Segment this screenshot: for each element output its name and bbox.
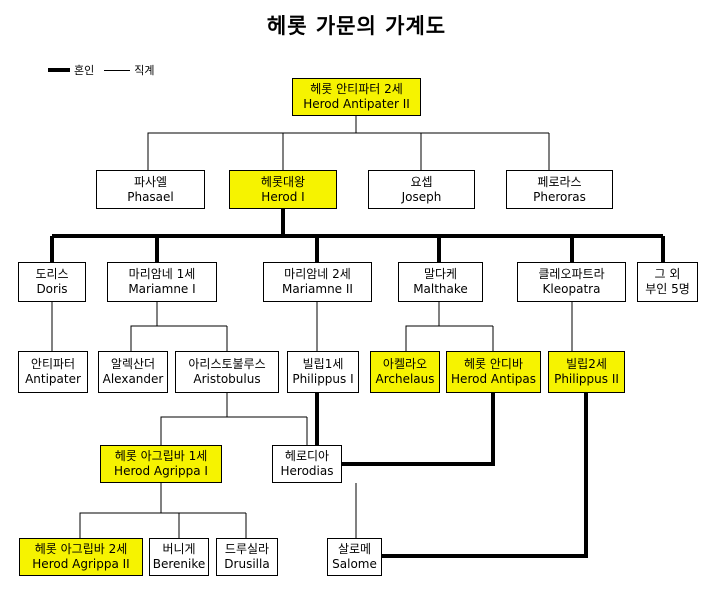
node-herod1-ko: 헤롯대왕 <box>260 174 306 189</box>
marriage-line-swatch <box>48 68 70 72</box>
node-malthake-en: Malthake <box>413 282 468 296</box>
node-joseph-en: Joseph <box>401 189 442 204</box>
node-salome-en: Salome <box>332 557 377 571</box>
node-pheroras-en: Pheroras <box>533 189 586 204</box>
node-mariamne1-ko: 마리암네 1세 <box>128 267 196 281</box>
node-salome-ko: 살로메 <box>337 542 372 556</box>
node-antipas-ko: 헤롯 안디바 <box>463 357 523 371</box>
node-archelaus-en: Archelaus <box>375 372 435 386</box>
node-agrippa2-ko: 헤롯 아그립바 2세 <box>34 542 128 556</box>
node-mariamne2: 마리암네 2세 Mariamne II <box>263 262 372 302</box>
node-alexander-ko: 알렉산더 <box>110 357 156 371</box>
node-phasael: 파사엘 Phasael <box>96 170 205 209</box>
node-antipater2: 헤롯 안티파터 2세 Herod Antipater II <box>292 78 421 116</box>
node-mariamne2-ko: 마리암네 2세 <box>284 267 351 281</box>
node-joseph-ko: 요셉 <box>410 174 433 189</box>
node-antipas: 헤롯 안디바 Herod Antipas <box>446 351 541 393</box>
node-antipater2-ko: 헤롯 안티파터 2세 <box>310 82 403 96</box>
node-others-ko: 그 외 <box>654 267 681 281</box>
node-berenike-en: Berenike <box>152 557 206 571</box>
node-philippus1-ko: 빌립1세 <box>302 357 344 371</box>
node-berenike: 버니게 Berenike <box>149 538 209 576</box>
node-agrippa1-ko: 헤롯 아그립바 1세 <box>114 449 208 463</box>
legend-marriage-label: 혼인 <box>74 64 95 77</box>
node-archelaus: 아켈라오 Archelaus <box>370 351 440 393</box>
node-herodias-ko: 헤로디아 <box>284 449 330 463</box>
node-kleopatra-ko: 클레오파트라 <box>538 267 605 281</box>
node-others: 그 외 부인 5명 <box>637 262 698 302</box>
node-aristobulus: 아리스토불루스 Aristobulus <box>175 351 279 393</box>
line-agrippa1-children <box>79 483 162 538</box>
node-doris: 도리스 Doris <box>18 262 86 302</box>
node-berenike-ko: 버니게 <box>162 542 196 556</box>
node-phasael-ko: 파사엘 <box>133 174 168 189</box>
node-herod1-en: Herod I <box>261 189 305 204</box>
node-mariamne1-en: Mariamne I <box>128 282 196 296</box>
page-title: 헤롯 가문의 가계도 <box>266 14 447 38</box>
node-antipater-ko: 안티파터 <box>30 357 76 371</box>
node-alexander-en: Alexander <box>102 372 164 386</box>
node-drusilla-en: Drusilla <box>224 557 270 571</box>
node-antipater2-en: Herod Antipater II <box>303 97 410 111</box>
node-herod1: 헤롯대왕 Herod I <box>229 170 337 209</box>
node-malthake-ko: 말다케 <box>423 267 458 281</box>
node-others-en: 부인 5명 <box>645 282 690 296</box>
node-antipater: 안티파터 Antipater <box>18 351 88 393</box>
lineage-line-swatch <box>104 69 131 71</box>
node-kleopatra: 클레오파트라 Kleopatra <box>517 262 626 302</box>
marriage-antipas-herodias <box>337 393 495 466</box>
node-herodias: 헤로디아 Herodias <box>272 445 342 483</box>
legend-lineage-label: 직계 <box>134 64 155 77</box>
node-philippus2-ko: 빌립2세 <box>566 357 607 371</box>
node-mariamne1: 마리암네 1세 Mariamne I <box>107 262 217 302</box>
marriage-philippus2-salome <box>381 393 588 558</box>
node-herodias-en: Herodias <box>280 464 334 478</box>
node-agrippa1: 헤롯 아그립바 1세 Herod Agrippa I <box>100 445 222 483</box>
node-philippus1-en: Philippus I <box>292 372 354 386</box>
node-salome: 살로메 Salome <box>327 538 382 576</box>
node-agrippa2: 헤롯 아그립바 2세 Herod Agrippa II <box>19 538 143 576</box>
legend: 혼인 직계 <box>48 62 155 78</box>
node-alexander: 알렉산더 Alexander <box>98 351 168 393</box>
node-doris-ko: 도리스 <box>35 267 69 281</box>
node-archelaus-ko: 아켈라오 <box>382 357 428 371</box>
node-aristobulus-en: Aristobulus <box>193 372 261 386</box>
line-aristobulus-children <box>160 393 228 445</box>
node-mariamne2-en: Mariamne II <box>282 282 353 296</box>
node-antipas-en: Herod Antipas <box>451 372 536 386</box>
node-agrippa1-en: Herod Agrippa I <box>114 464 208 478</box>
node-doris-en: Doris <box>36 282 68 296</box>
node-pheroras-ko: 페로라스 <box>537 174 582 189</box>
node-philippus1: 빌립1세 Philippus I <box>287 351 359 393</box>
line-antipater2-children <box>147 116 357 170</box>
node-phasael-en: Phasael <box>127 189 174 204</box>
node-aristobulus-ko: 아리스토불루스 <box>188 357 266 371</box>
node-joseph: 요셉 Joseph <box>368 170 475 209</box>
node-drusilla: 드루실라 Drusilla <box>216 538 278 576</box>
node-agrippa2-en: Herod Agrippa II <box>32 557 130 571</box>
node-drusilla-ko: 드루실라 <box>224 542 270 556</box>
node-malthake: 말다케 Malthake <box>398 262 483 302</box>
node-philippus2-en: Philippus II <box>554 372 619 386</box>
node-kleopatra-en: Kleopatra <box>542 282 601 296</box>
node-philippus2: 빌립2세 Philippus II <box>548 351 625 393</box>
node-pheroras: 페로라스 Pheroras <box>506 170 613 209</box>
node-antipater-en: Antipater <box>25 372 81 386</box>
